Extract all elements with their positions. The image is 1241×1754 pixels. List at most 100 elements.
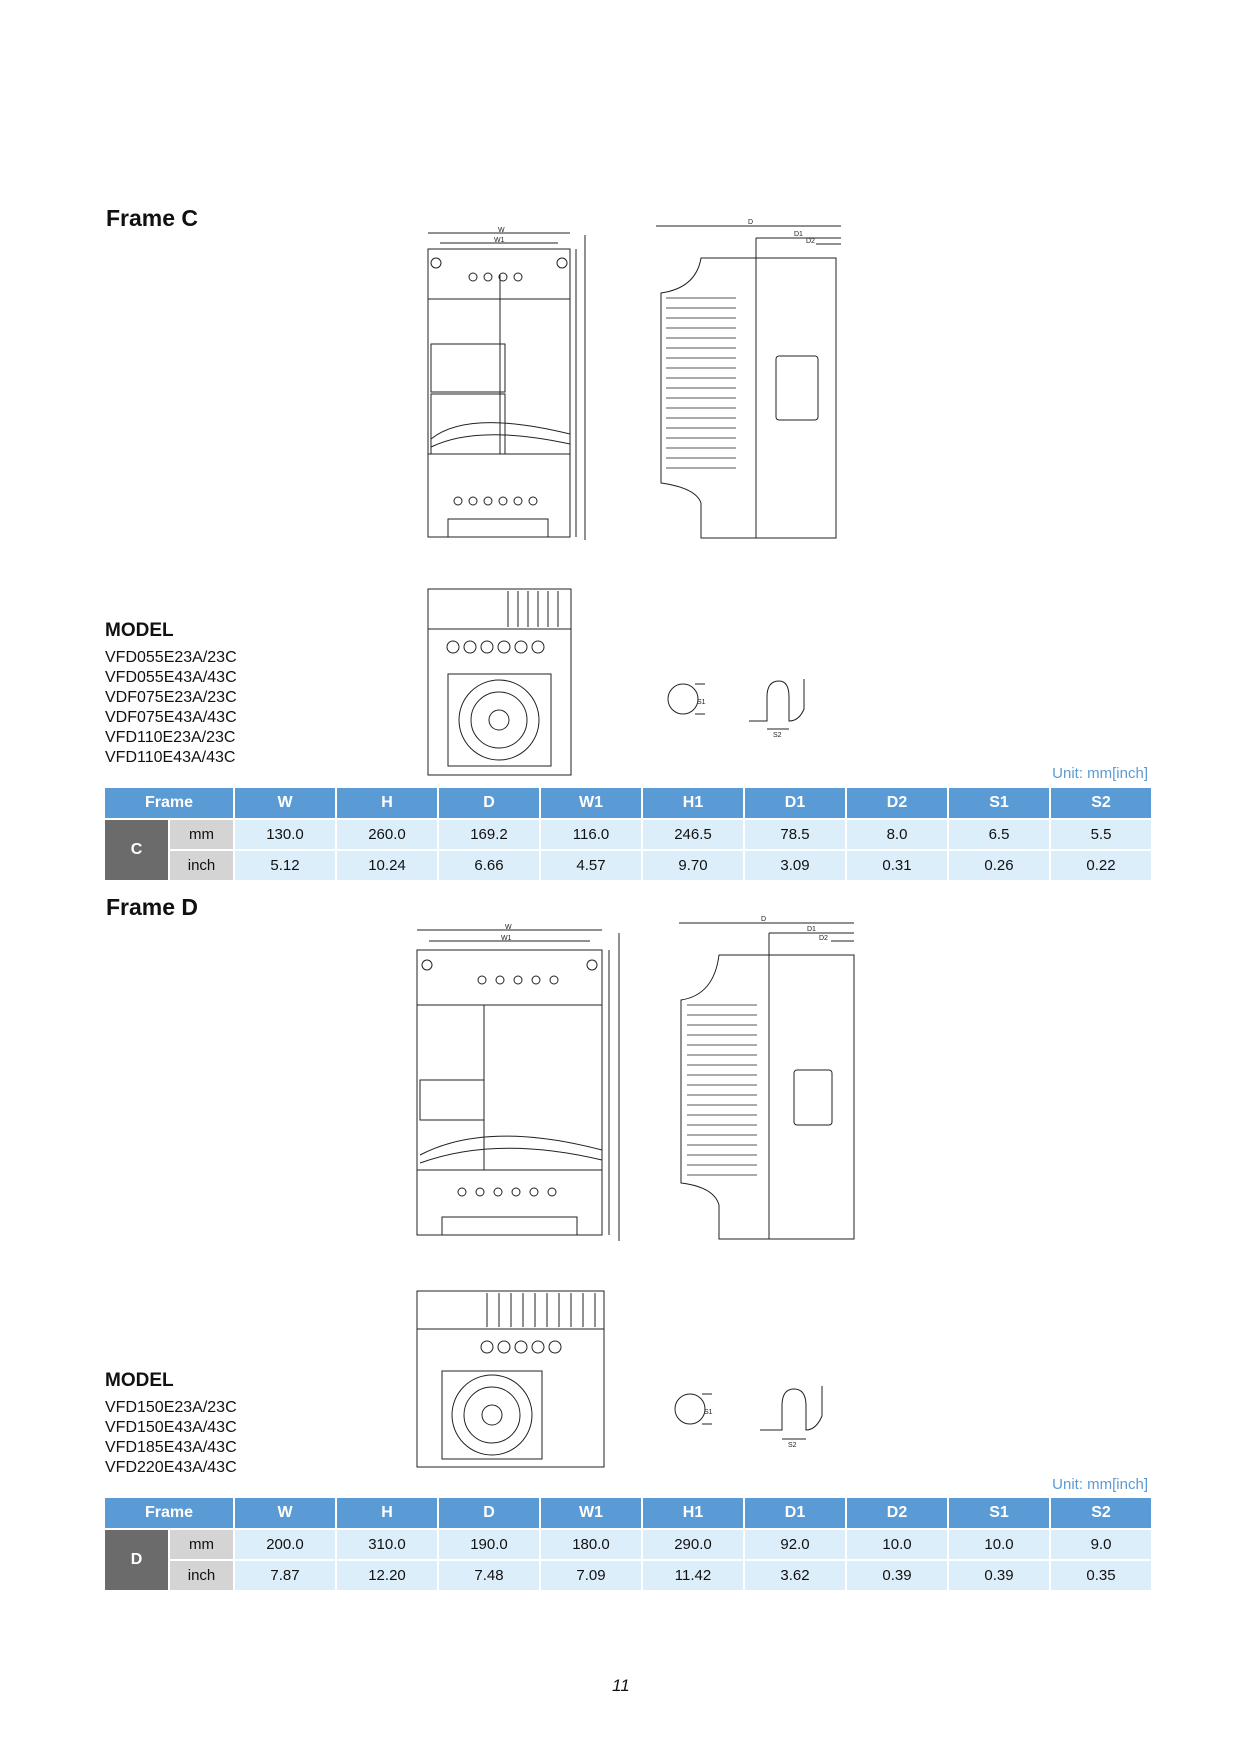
frame-c-s2-drawing: S2 [749,679,816,739]
value-cell: 180.0 [541,1528,641,1559]
value-cell: 200.0 [235,1528,335,1559]
header-cell: W [235,788,335,818]
frame-c-front-drawing: W W1 [428,227,595,540]
frame-c-dimension-table: Frame W H D W1 H1 D1 D2 S1 S2 C mm 130.0… [103,788,1153,880]
dim-d2: D2 [819,935,828,942]
svg-text:S1: S1 [697,699,706,706]
header-cell: D [439,788,539,818]
frame-d-model-list: VFD150E23A/23C VFD150E43A/43C VFD185E43A… [105,1398,237,1478]
model-item: VFD055E23A/23C [105,649,237,666]
header-cell: D1 [745,788,845,818]
value-cell: 3.62 [745,1559,845,1590]
frame-cell: D [105,1528,168,1590]
svg-text:S2: S2 [788,1442,797,1449]
value-cell: 3.09 [745,849,845,880]
frame-c-model-list: VFD055E23A/23C VFD055E43A/43C VDF075E23A… [105,648,237,768]
dim-d2: D2 [806,238,815,245]
value-cell: 7.87 [235,1559,335,1590]
value-cell: 12.20 [337,1559,437,1590]
value-cell: 78.5 [745,818,845,849]
frame-c-model-heading: MODEL [105,620,174,641]
header-cell: H1 [643,788,743,818]
terminal-screws-top [469,273,522,281]
model-item: VDF075E23A/23C [105,689,237,706]
table-header-row: Frame W H D W1 H1 D1 D2 S1 S2 [105,788,1151,818]
frame-cell: C [105,818,168,880]
page-number: 11 [612,1676,630,1695]
table-row: inch 5.12 10.24 6.66 4.57 9.70 3.09 0.31… [105,849,1151,880]
frame-d-dimension-table: Frame W H D W1 H1 D1 D2 S1 S2 D mm 200.0… [103,1498,1153,1590]
terminal-screws-bottom [454,497,537,505]
frame-d-title: Frame D [106,894,199,920]
frame-d-unit-label: Unit: mm[inch] [1052,1476,1148,1493]
fan-icon [452,1375,532,1455]
value-cell: 10.0 [847,1528,947,1559]
fan-icon [459,680,539,760]
dim-d: D [748,219,753,226]
value-cell: 10.0 [949,1528,1049,1559]
table-row: inch 7.87 12.20 7.48 7.09 11.42 3.62 0.3… [105,1559,1151,1590]
value-cell: 0.39 [847,1559,947,1590]
value-cell: 290.0 [643,1528,743,1559]
value-cell: 260.0 [337,818,437,849]
frame-d-bottom-drawing [417,1291,604,1467]
value-cell: 11.42 [643,1559,743,1590]
value-cell: 116.0 [541,818,641,849]
unit-cell: inch [170,849,233,880]
value-cell: 5.5 [1051,818,1151,849]
value-cell: 9.70 [643,849,743,880]
header-cell: W1 [541,1498,641,1528]
value-cell: 190.0 [439,1528,539,1559]
frame-c-s1-drawing: S1 [667,682,706,716]
unit-cell: mm [170,818,233,849]
frame-d-front-drawing: W W1 [417,924,626,1241]
model-item: VFD110E23A/23C [105,729,236,746]
value-cell: 6.66 [439,849,539,880]
frame-d-s1-drawing: S1 [674,1392,713,1426]
value-cell: 0.39 [949,1559,1049,1590]
svg-text:S1: S1 [704,1409,713,1416]
header-cell: D [439,1498,539,1528]
table-row: D mm 200.0 310.0 190.0 180.0 290.0 92.0 … [105,1528,1151,1590]
svg-text:S2: S2 [773,732,782,739]
value-cell: 9.0 [1051,1528,1151,1559]
header-cell: W1 [541,788,641,818]
header-cell: S1 [949,1498,1049,1528]
header-cell: H [337,788,437,818]
frame-d-s2-drawing: S2 [760,1386,830,1449]
frame-d-model-heading: MODEL [105,1370,174,1391]
header-cell: S1 [949,788,1049,818]
value-cell: 310.0 [337,1528,437,1559]
frame-d-side-drawing: D D1 D2 [679,916,857,1241]
table-row: C mm 130.0 260.0 169.2 116.0 246.5 78.5 … [105,818,1151,880]
header-cell: D1 [745,1498,845,1528]
value-cell: 5.12 [235,849,335,880]
value-cell: 0.31 [847,849,947,880]
table-header-row: Frame W H D W1 H1 D1 D2 S1 S2 [105,1498,1151,1528]
value-cell: 10.24 [337,849,437,880]
unit-cell: inch [170,1559,233,1590]
header-cell: H [337,1498,437,1528]
model-item: VFD150E23A/23C [105,1399,237,1416]
dim-w1: W1 [501,935,512,942]
model-item: VFD185E43A/43C [105,1439,237,1456]
value-cell: 0.35 [1051,1559,1151,1590]
dim-w: W [498,227,505,234]
value-cell: 246.5 [643,818,743,849]
value-cell: 6.5 [949,818,1049,849]
value-cell: 0.26 [949,849,1049,880]
dim-w1: W1 [494,237,505,244]
value-cell: 7.09 [541,1559,641,1590]
value-cell: 169.2 [439,818,539,849]
model-item: VFD220E43A/43C [105,1459,237,1476]
header-cell: Frame [105,1498,233,1528]
unit-cell: mm [170,1528,233,1559]
frame-c-unit-label: Unit: mm[inch] [1052,765,1148,782]
dim-w: W [505,924,512,931]
header-cell: D2 [847,788,947,818]
model-item: VFD150E43A/43C [105,1419,237,1436]
value-cell: 130.0 [235,818,335,849]
frame-c-bottom-drawing [428,589,571,775]
header-cell: S2 [1051,1498,1151,1528]
value-cell: 0.22 [1051,849,1151,880]
